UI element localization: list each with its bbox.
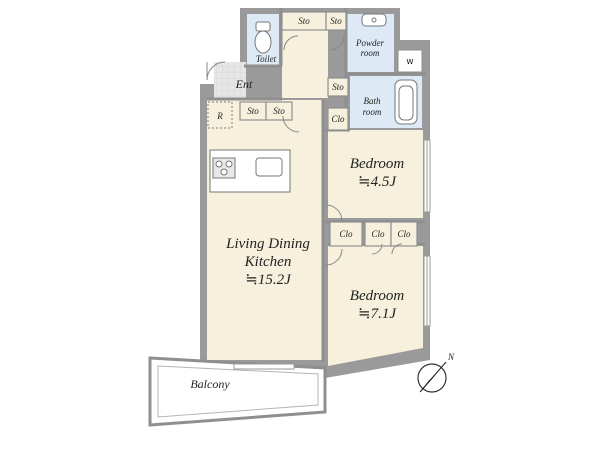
bedroom1-floor bbox=[328, 130, 423, 218]
washer-label: W bbox=[407, 58, 414, 66]
bath-room-label-line2: room bbox=[363, 107, 382, 117]
closet-bedroom2-b bbox=[364, 221, 392, 247]
bedroom1-label: Bedroom bbox=[350, 156, 405, 172]
sto-label: Sto bbox=[247, 106, 259, 116]
windows bbox=[233, 139, 431, 370]
toilet-label: Toilet bbox=[256, 54, 277, 64]
compass-icon: N bbox=[417, 352, 455, 393]
balcony-label: Balcony bbox=[190, 377, 230, 391]
entrance-floor bbox=[214, 62, 246, 98]
sto-label: Sto bbox=[273, 106, 285, 116]
ldk-label-line2: Kitchen bbox=[244, 254, 292, 270]
closet-corridor bbox=[327, 107, 349, 131]
sto-label: Sto bbox=[330, 16, 342, 26]
fixtures bbox=[209, 13, 418, 193]
refrigerator-label: R bbox=[216, 111, 223, 121]
storage-corridor bbox=[327, 77, 349, 97]
sink-icon bbox=[255, 157, 283, 177]
toilet-icon bbox=[254, 30, 272, 54]
closet-bedroom2-c bbox=[390, 221, 418, 247]
clo-label: Clo bbox=[397, 229, 411, 239]
clo-label: Clo bbox=[339, 229, 353, 239]
ldk-floor bbox=[207, 100, 323, 360]
storage-entry-2 bbox=[265, 101, 293, 121]
powder-room-label-line2: room bbox=[361, 48, 380, 58]
room-labels: Living Dining Kitchen ≒15.2J Bedroom ≒4.… bbox=[190, 38, 404, 391]
bedroom2-area: ≒7.1J bbox=[358, 306, 397, 322]
ldk-area: ≒15.2J bbox=[245, 272, 292, 288]
room-floors bbox=[207, 14, 423, 366]
storage-units bbox=[207, 11, 418, 247]
bedroom1-area: ≒4.5J bbox=[358, 174, 397, 190]
storage-top-2 bbox=[325, 11, 347, 31]
storage-labels: Sto Sto Sto Clo Sto Sto Clo Clo Clo R W bbox=[216, 16, 413, 239]
powder-room-label-line1: Powder bbox=[355, 38, 384, 48]
refrigerator-space bbox=[207, 101, 233, 129]
ldk-label-line1: Living Dining bbox=[225, 236, 310, 252]
bedroom2-floor bbox=[328, 246, 423, 366]
compass-north-label: N bbox=[447, 352, 455, 362]
clo-label: Clo bbox=[371, 229, 385, 239]
sto-label: Sto bbox=[332, 82, 344, 92]
entrance-label: Ent bbox=[235, 77, 253, 91]
doors bbox=[206, 35, 403, 266]
clo-label: Clo bbox=[331, 114, 345, 124]
sto-label: Sto bbox=[298, 16, 310, 26]
bath-room-label-line1: Bath bbox=[364, 96, 381, 106]
bedroom2-label: Bedroom bbox=[350, 288, 405, 304]
closet-bedroom2-a bbox=[329, 221, 363, 247]
